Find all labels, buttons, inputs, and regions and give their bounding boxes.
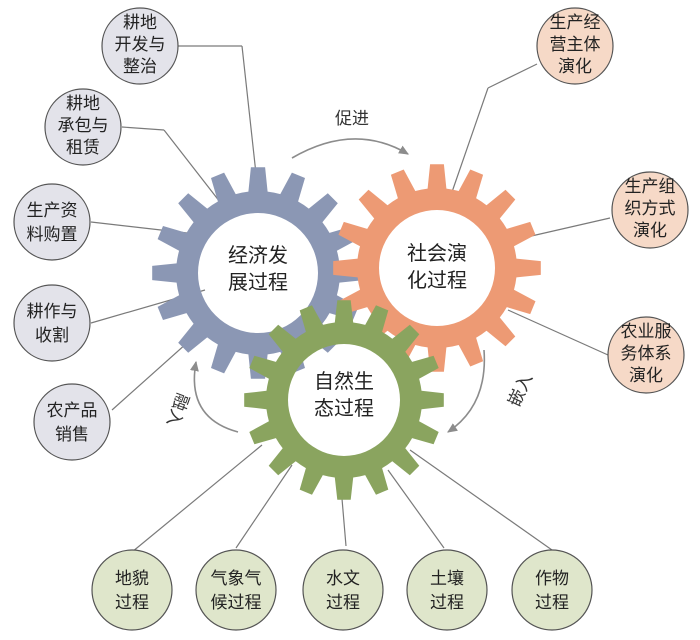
natural-gear-label-line2: 态过程: [314, 396, 374, 420]
natural-gear: 自然生 态过程: [244, 300, 444, 500]
svg-text:农产品: 农产品: [47, 401, 98, 421]
connector-nat-5: [409, 449, 553, 551]
connector-nat-2: [235, 464, 293, 549]
natural-nodes: 地貌 过程 气象气 候过程 水文 过程 土壤 过程 作物 过程: [91, 549, 593, 631]
economic-gear: 经济发 展过程: [152, 167, 364, 379]
node-natural-4: 土壤 过程: [406, 549, 488, 631]
svg-text:开发与: 开发与: [115, 35, 166, 55]
svg-text:营主体: 营主体: [550, 35, 601, 55]
svg-text:耕作与: 耕作与: [27, 302, 78, 322]
node-social-1: 生产经 营主体 演化: [536, 7, 614, 85]
arrow-embed-back: [190, 360, 239, 433]
svg-text:料购置: 料购置: [27, 225, 78, 245]
svg-text:销售: 销售: [55, 425, 89, 445]
connector-nat-1: [131, 444, 263, 553]
svg-text:过程: 过程: [326, 593, 360, 613]
svg-text:演化: 演化: [558, 57, 592, 77]
connector-social-1: [487, 63, 538, 89]
connector-econ-2: [121, 126, 165, 131]
economic-nodes: 耕地 开发与 整治 耕地 承包与 租赁 生产资 料购置 耕作与 收割 农产品 销…: [13, 7, 179, 461]
connector-nat-4: [387, 469, 445, 549]
node-natural-5: 作物 过程: [511, 549, 593, 631]
connector-social-3: [507, 309, 609, 356]
node-social-2: 生产组 织方式 演化: [611, 171, 689, 249]
connector-econ-2b: [163, 129, 221, 203]
svg-text:演化: 演化: [629, 366, 663, 386]
svg-text:地貌: 地貌: [115, 569, 149, 589]
svg-text:生产资: 生产资: [27, 201, 78, 221]
node-natural-2: 气象气 候过程: [195, 549, 277, 631]
natural-gear-shape: [244, 300, 444, 500]
node-economic-1: 耕地 开发与 整治: [101, 7, 179, 85]
economic-gear-label-line2: 展过程: [228, 270, 288, 294]
svg-text:作物: 作物: [535, 569, 569, 589]
economic-gear-label-line1: 经济发: [228, 243, 288, 267]
node-natural-1: 地貌 过程: [91, 549, 173, 631]
arrow-promote: [291, 138, 409, 159]
svg-text:气象气: 气象气: [211, 569, 262, 589]
social-nodes: 生产经 营主体 演化 生产组 织方式 演化 农业服 务体系 演化: [536, 7, 689, 394]
natural-gear-label-line1: 自然生: [314, 369, 374, 393]
svg-text:演化: 演化: [633, 221, 667, 241]
svg-text:生产组: 生产组: [625, 177, 676, 197]
svg-text:过程: 过程: [115, 593, 149, 613]
node-economic-2: 耕地 承包与 租赁: [44, 88, 122, 166]
svg-text:土壤: 土壤: [430, 568, 464, 589]
svg-text:承包与: 承包与: [58, 116, 109, 136]
svg-text:租赁: 租赁: [66, 138, 100, 158]
svg-text:水文: 水文: [326, 569, 360, 589]
node-economic-5: 农产品 销售: [33, 383, 111, 461]
node-economic-3: 生产资 料购置: [13, 183, 91, 261]
svg-text:农业服: 农业服: [621, 322, 672, 342]
svg-text:生产经: 生产经: [550, 13, 601, 33]
svg-text:过程: 过程: [535, 593, 569, 613]
connector-social-1b: [451, 87, 489, 193]
svg-text:过程: 过程: [430, 593, 464, 613]
social-gear-label-line2: 化过程: [407, 268, 467, 292]
social-gear-label-line1: 社会演: [407, 241, 467, 265]
node-economic-4: 耕作与 收割: [13, 284, 91, 362]
arrow-label-promote: 促进: [335, 109, 369, 129]
svg-text:耕地: 耕地: [66, 94, 100, 114]
arrow-embed: [447, 349, 486, 433]
arrow-label-embed: 嵌入: [505, 371, 537, 410]
svg-text:务体系: 务体系: [621, 344, 672, 364]
flow-arrows: [190, 138, 486, 433]
svg-text:收割: 收割: [35, 326, 69, 346]
svg-text:候过程: 候过程: [211, 593, 262, 613]
svg-text:织方式: 织方式: [625, 199, 676, 219]
arrow-label-embed-back: 融入: [162, 390, 192, 429]
svg-text:整治: 整治: [123, 57, 157, 77]
svg-text:耕地: 耕地: [123, 13, 157, 33]
node-social-3: 农业服 务体系 演化: [607, 316, 685, 394]
node-natural-3: 水文 过程: [302, 549, 384, 631]
